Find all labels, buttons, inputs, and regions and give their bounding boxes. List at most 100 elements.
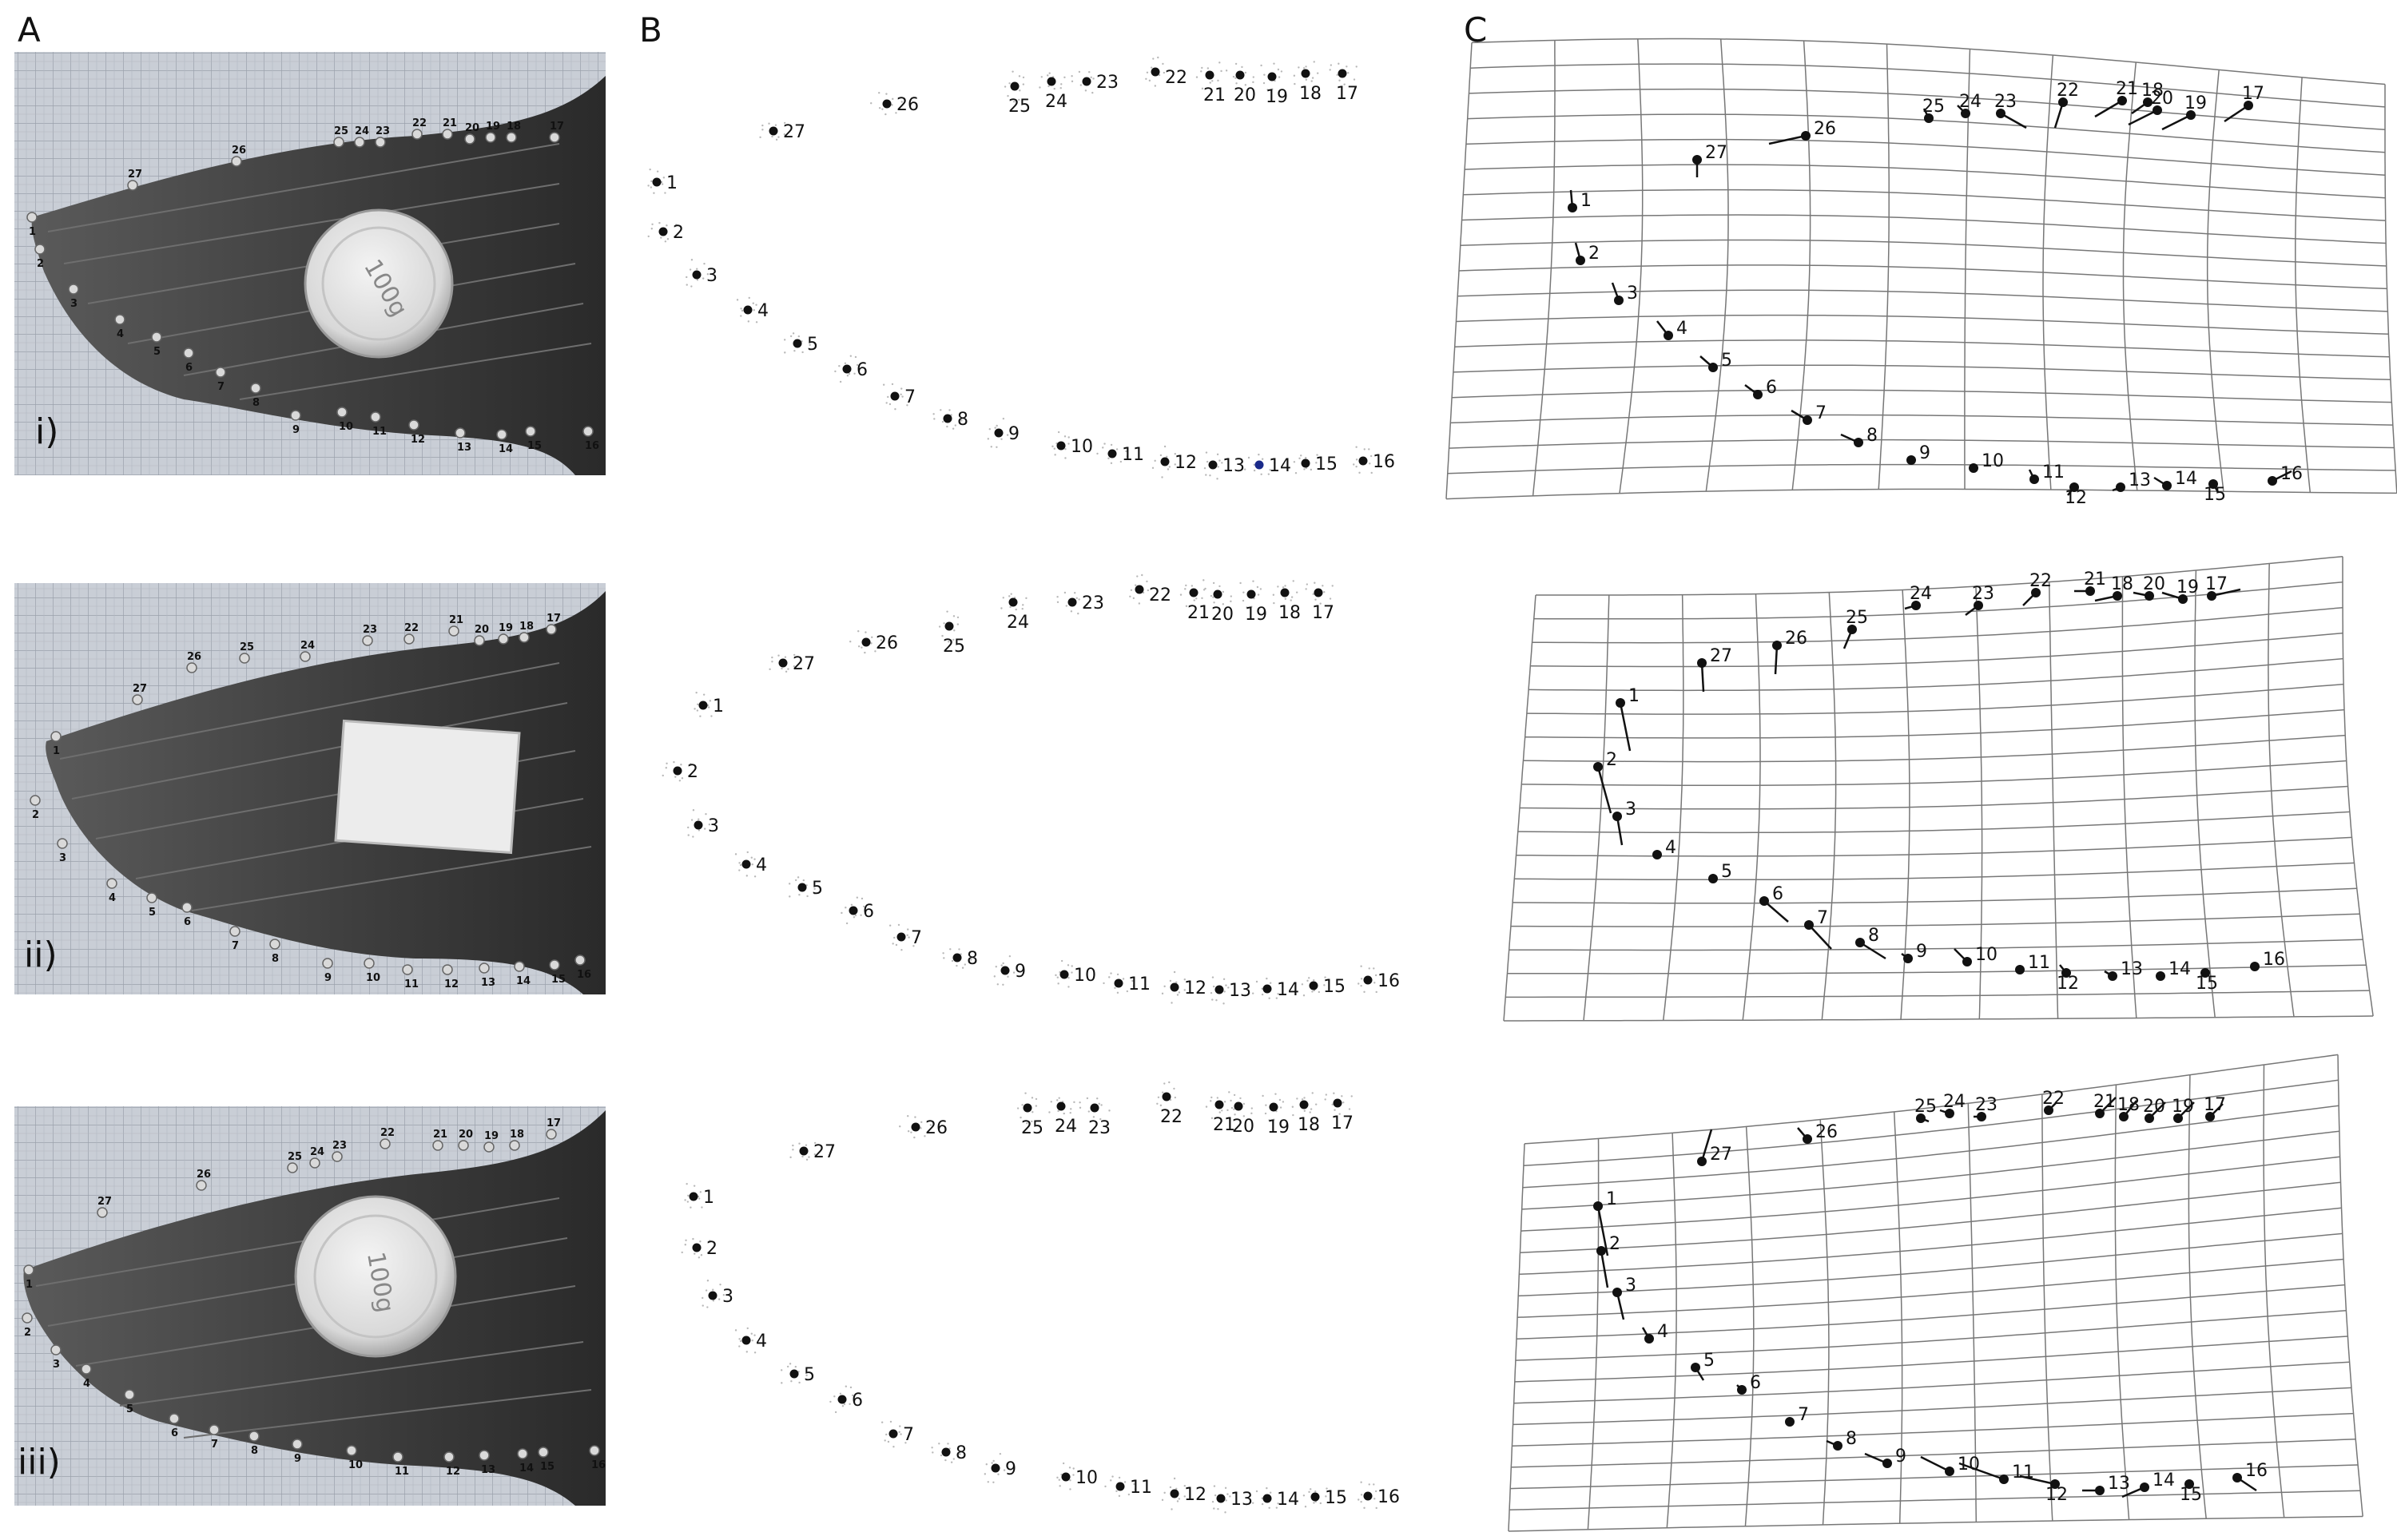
variation-dot xyxy=(1274,462,1276,464)
variation-dot xyxy=(1069,1488,1071,1490)
variation-dot xyxy=(1210,1096,1213,1099)
variation-dot xyxy=(1282,586,1285,589)
variation-dot xyxy=(664,192,666,194)
landmark-point-27 xyxy=(778,658,788,668)
variation-dot xyxy=(1016,965,1019,967)
landmark-point-20 xyxy=(1234,1101,1243,1111)
photo-landmark-label-2: 2 xyxy=(24,1327,31,1339)
photo-landmark-label-22: 22 xyxy=(412,117,427,129)
photo-landmark-15 xyxy=(549,959,560,970)
variation-dot xyxy=(1185,605,1188,608)
variation-dot xyxy=(666,762,668,764)
photo-landmark-9 xyxy=(290,410,301,421)
variation-dot xyxy=(783,339,786,341)
landmark-point-11 xyxy=(1107,449,1117,458)
landmark-point-24 xyxy=(1008,597,1018,607)
photo-landmark-12 xyxy=(443,1451,455,1463)
variation-dot xyxy=(1056,601,1059,604)
photo-landmark-1 xyxy=(26,212,38,223)
grid-landmark-label-25: 25 xyxy=(1922,97,1945,117)
grid-landmark-label-20: 20 xyxy=(2151,89,2173,109)
variation-dot xyxy=(1216,478,1218,480)
displacement-vector xyxy=(1920,1455,1950,1473)
landmark-point-4 xyxy=(741,1336,751,1345)
landmark-point-21 xyxy=(1205,70,1214,80)
grid-landmark-21 xyxy=(2095,1109,2105,1118)
variation-dot xyxy=(1374,974,1377,977)
variation-dot xyxy=(920,1121,923,1124)
photo-landmark-label-10: 10 xyxy=(339,421,353,433)
variation-dot xyxy=(860,914,862,917)
variation-dot xyxy=(956,623,960,625)
variation-dot xyxy=(1275,997,1278,999)
grid-landmark-26 xyxy=(1803,1134,1812,1144)
variation-dot xyxy=(1284,585,1286,587)
photo-landmark-label-15: 15 xyxy=(540,1461,555,1473)
variation-dot xyxy=(951,959,954,963)
variation-dot xyxy=(1054,454,1056,456)
variation-dot xyxy=(788,883,791,885)
landmark-point-15 xyxy=(1309,981,1318,990)
grid-landmark-label-5: 5 xyxy=(1721,862,1732,882)
variation-dot xyxy=(952,638,955,641)
variation-dot xyxy=(1176,994,1179,996)
variation-dot xyxy=(1000,607,1003,609)
variation-dot xyxy=(1315,462,1318,464)
landmark-label-12: 12 xyxy=(1175,453,1197,473)
grid-landmark-6 xyxy=(1759,896,1769,906)
grid-line-v xyxy=(1878,44,1890,490)
variation-dot xyxy=(1161,1498,1164,1502)
landmark-point-27 xyxy=(769,126,778,136)
variation-dot xyxy=(1072,1467,1075,1470)
grid-line-h xyxy=(1519,785,2348,810)
variation-dot xyxy=(1173,970,1176,974)
variation-dot xyxy=(801,1155,804,1158)
variation-dot xyxy=(693,1185,696,1187)
variation-dot xyxy=(722,1294,725,1296)
variation-dot xyxy=(813,887,816,891)
landmark-point-11 xyxy=(1114,978,1123,988)
variation-dot xyxy=(1000,964,1003,966)
variation-dot xyxy=(1224,1486,1227,1490)
variation-dot xyxy=(709,1240,711,1242)
variation-dot xyxy=(1290,596,1294,598)
grid-landmark-label-9: 9 xyxy=(1895,1447,1906,1467)
photo-landmark-label-17: 17 xyxy=(550,121,564,133)
photo-landmark-label-23: 23 xyxy=(332,1140,347,1152)
variation-dot xyxy=(1216,1097,1219,1099)
variation-dot xyxy=(1255,1490,1258,1493)
variation-dot xyxy=(1251,1502,1254,1504)
variation-dot xyxy=(854,914,857,917)
landmark-point-6 xyxy=(837,1395,847,1404)
variation-dot xyxy=(1277,68,1280,71)
variation-dot xyxy=(678,780,682,782)
variation-dot xyxy=(1318,990,1321,994)
variation-dot xyxy=(894,407,896,411)
grid-line-h xyxy=(1514,862,2355,881)
variation-dot xyxy=(698,829,701,832)
variation-dot xyxy=(843,1403,846,1406)
landmark-label-21: 21 xyxy=(1203,85,1226,105)
variation-dot xyxy=(1213,1507,1215,1510)
grid-landmark-label-15: 15 xyxy=(2196,974,2218,994)
grid-line-h xyxy=(1447,463,2396,474)
grid-line-h xyxy=(1509,1490,2361,1511)
variation-dot xyxy=(880,1421,884,1423)
variation-dot xyxy=(702,693,706,696)
variation-dot xyxy=(690,285,693,288)
variation-dot xyxy=(1183,989,1186,991)
grid-landmark-5 xyxy=(1708,874,1718,883)
variation-dot xyxy=(985,1463,988,1466)
variation-dot xyxy=(1016,1107,1020,1109)
variation-dot xyxy=(1324,976,1326,978)
grid-landmark-label-1: 1 xyxy=(1606,1189,1617,1209)
variation-dot xyxy=(1343,83,1346,85)
variation-dot xyxy=(1373,1483,1375,1486)
grid-landmark-8 xyxy=(1854,438,1863,447)
variation-dot xyxy=(1324,1098,1326,1101)
variation-dot xyxy=(997,1473,1000,1475)
landmark-point-8 xyxy=(943,414,952,423)
landmark-point-8 xyxy=(941,1447,951,1457)
variation-dot xyxy=(881,108,884,110)
photo-landmark-23 xyxy=(375,137,386,148)
